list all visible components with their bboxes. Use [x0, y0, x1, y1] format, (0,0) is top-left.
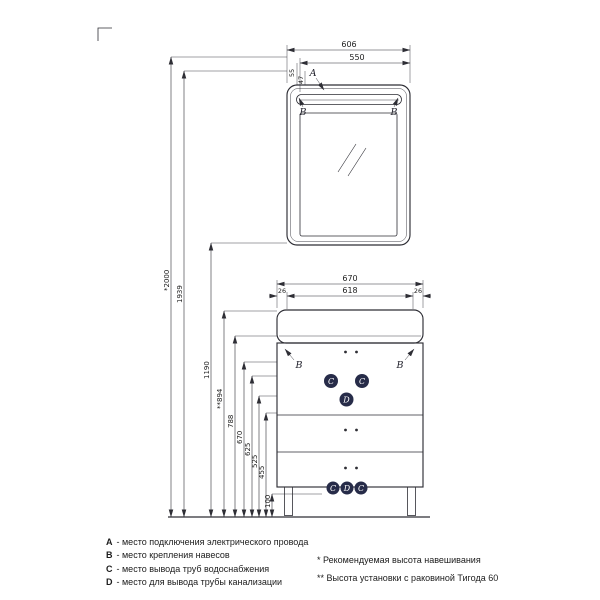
height-dim-455: 455	[258, 412, 277, 518]
legend: A - место подключения электрического про…	[106, 536, 308, 590]
legend-text: - место вывода труб водоснабжения	[116, 563, 270, 574]
mirror-offset-top-label: 55	[288, 69, 296, 77]
height-dimensions: *2000 1939 1190 **894 788 670	[163, 56, 322, 518]
water-port-letter: C	[359, 377, 365, 386]
pull-dot	[355, 466, 358, 470]
mirror-bracket-label-right: B	[390, 107, 398, 118]
water-port-circle	[354, 481, 368, 495]
frame-corner-mark	[97, 27, 112, 41]
cabinet-side-left-label: 26	[278, 287, 286, 295]
floor-ports: C D C	[326, 481, 368, 495]
height-dim-label: 100	[264, 495, 272, 508]
light-fixture	[296, 94, 402, 105]
mirror-offset-side-label: 47	[297, 76, 305, 84]
legend-text: - место для вывода трубы канализации	[116, 577, 283, 588]
drain-port-circle	[340, 481, 354, 495]
footnotes: * Рекомендуемая высота навешивания ** Вы…	[317, 551, 498, 587]
cabinet-inner-width-label: 618	[342, 286, 357, 295]
leader-arrow	[284, 348, 295, 361]
height-dim-label: *2000	[163, 270, 171, 291]
legend-key: B	[106, 550, 113, 561]
height-dim-100: 100	[264, 493, 322, 518]
height-dim-label: 625	[244, 443, 252, 456]
pull-dot	[344, 350, 347, 354]
legend-item: D - место для вывода трубы канализации	[106, 576, 308, 589]
leader-arrow	[392, 97, 399, 108]
height-dim-670: 670	[236, 361, 277, 518]
glass-hatch	[337, 143, 357, 173]
height-dim-894: **894	[216, 310, 277, 518]
legend-item: B - место крепления навесов	[106, 549, 308, 562]
electric-point-label: A	[309, 68, 317, 79]
height-dim-1190: 1190	[203, 242, 287, 518]
height-dim-label: 788	[227, 415, 235, 428]
legend-item: A - место подключения электрического про…	[106, 536, 308, 549]
drawer-pulls	[344, 350, 358, 470]
mirror-width-label: 606	[341, 40, 356, 49]
leader-arrow	[404, 348, 415, 361]
glass-hatch	[347, 147, 367, 177]
height-dim-label: **894	[216, 388, 224, 409]
legend-text: - место крепления навесов	[116, 550, 230, 561]
drain-port-letter: D	[343, 484, 351, 493]
back-ports: C C D	[324, 374, 369, 407]
drain-port-letter: D	[342, 396, 350, 405]
height-dim-2000: *2000	[163, 56, 287, 518]
pull-dot	[355, 428, 358, 432]
height-dim-1939: 1939	[176, 70, 287, 518]
legend-key: D	[106, 577, 113, 588]
pull-dot	[344, 466, 347, 470]
mirror-glass	[299, 112, 398, 237]
water-port-circle	[326, 481, 340, 495]
legend-text: - место подключения электрического прово…	[116, 537, 309, 547]
mirror-inner-frame	[290, 88, 407, 242]
cabinet-bracket-label-right: B	[396, 360, 404, 371]
pull-dot	[355, 350, 358, 354]
water-port-letter: C	[328, 377, 334, 386]
pull-dot	[344, 428, 347, 432]
cabinet-foot-right	[407, 486, 416, 516]
water-port-circle	[355, 374, 369, 388]
cabinet-top-section	[276, 309, 424, 344]
footnote: ** Высота установки с раковиной Тигода 6…	[317, 573, 499, 583]
cabinet-foot-left	[284, 486, 293, 516]
height-dim-label: 1939	[176, 285, 184, 303]
height-dim-788: 788	[227, 335, 277, 518]
cabinet-side-right-label: 26	[414, 287, 422, 295]
mirror: 606 550 55 47 A B B	[286, 40, 411, 246]
cabinet: 670 618 26 26 B B C C	[269, 274, 431, 516]
legend-item: C - место вывода труб водоснабжения	[106, 563, 308, 576]
mirror-outline	[286, 84, 411, 246]
water-port-circle	[324, 374, 338, 388]
height-dim-label: 525	[251, 455, 259, 468]
drain-port-circle	[339, 392, 354, 407]
leader-arrow	[315, 77, 325, 91]
height-dim-label: 455	[258, 466, 266, 479]
mirror-span-label: 550	[349, 53, 364, 62]
water-port-letter: C	[358, 484, 364, 493]
footnote: * Рекомендуемая высота навешивания	[317, 555, 481, 565]
legend-key: A	[106, 537, 113, 547]
cabinet-width-label: 670	[342, 274, 357, 283]
height-dim-525: 525	[251, 395, 277, 518]
leader-arrow	[298, 97, 305, 108]
legend-key: C	[106, 563, 113, 574]
height-dim-625: 625	[244, 375, 277, 518]
height-dim-label: 670	[236, 431, 244, 444]
height-dim-label: 1190	[203, 361, 211, 379]
mirror-bracket-label-left: B	[299, 107, 307, 118]
water-port-letter: C	[330, 484, 336, 493]
cabinet-bracket-label-left: B	[295, 360, 303, 371]
